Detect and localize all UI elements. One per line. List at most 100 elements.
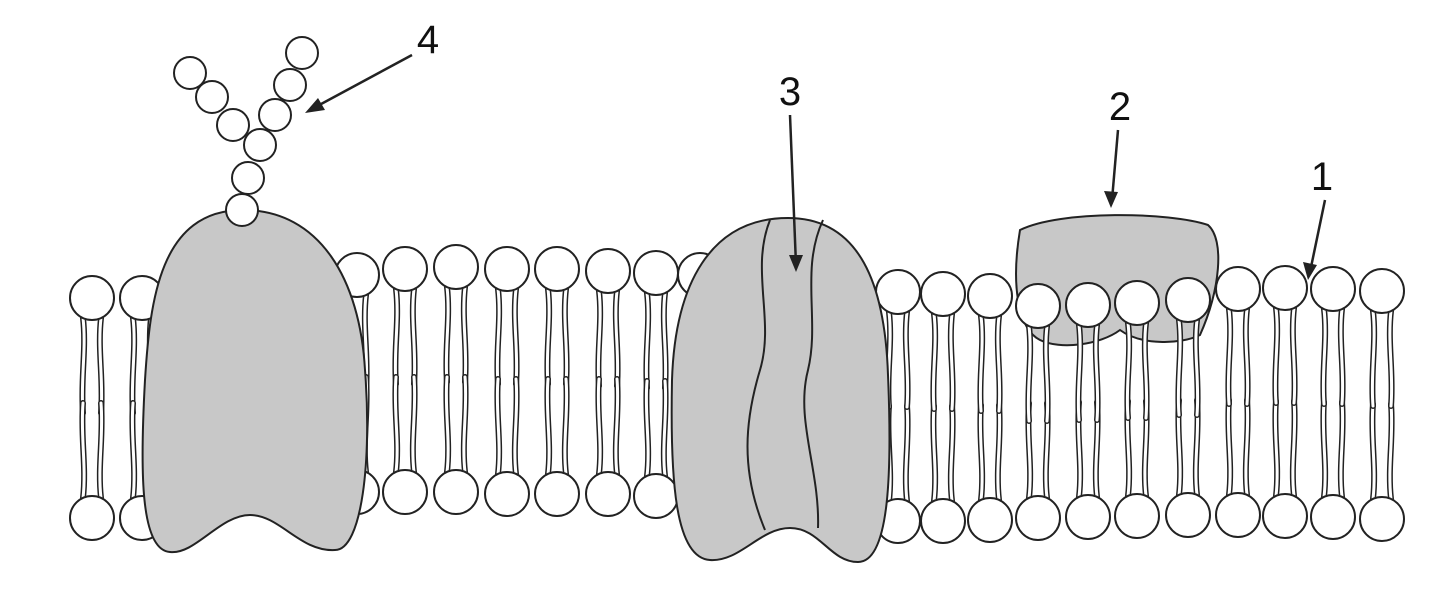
sugar-bead (258, 98, 292, 132)
lipid-tail-core (1388, 309, 1394, 408)
lipid-tail-core (1143, 321, 1149, 420)
phospholipid (69, 275, 115, 416)
label-4: 4 (417, 18, 439, 62)
lipid-tail-core (614, 377, 620, 476)
phospholipid (1310, 399, 1356, 540)
lipid-tail-core (462, 375, 468, 474)
lipid-tail-core (1226, 307, 1232, 406)
lipid-tail-core (1176, 318, 1182, 417)
lipid-tail-core (444, 375, 450, 474)
phosphate-head (484, 246, 530, 292)
lipid-tail-core (996, 314, 1002, 413)
lipid-tail-core (1321, 400, 1327, 499)
phosphate-head (69, 495, 115, 541)
phosphate-head (433, 244, 479, 290)
phospholipid (534, 376, 580, 517)
lipid-tail-core (978, 403, 984, 502)
phospholipid (382, 246, 428, 387)
phospholipid (967, 273, 1013, 414)
sugar-bead (285, 36, 319, 70)
phospholipid (967, 402, 1013, 543)
lipid-tail-core (978, 314, 984, 413)
lipid-tail-core (495, 377, 501, 476)
lipid-tail-core (996, 403, 1002, 502)
phospholipid (1165, 277, 1211, 418)
lipid-tail-core (1370, 402, 1376, 501)
lipid-tail-core (1291, 399, 1297, 498)
lipid-tail-core (495, 287, 501, 386)
phospholipid (1065, 282, 1111, 423)
phospholipid (69, 400, 115, 541)
lipid-tail-core (1339, 307, 1345, 406)
lipid-tail-core (1273, 399, 1279, 498)
lipid-tail-core (662, 379, 668, 478)
phospholipid (1215, 397, 1261, 538)
lipid-tail-core (1125, 321, 1131, 420)
lipid-tail-core (563, 287, 569, 386)
phosphate-head (1262, 493, 1308, 539)
phosphate-head (1015, 495, 1061, 541)
lipid-tail-core (1194, 318, 1200, 417)
phospholipid (585, 248, 631, 389)
phosphate-head (1215, 492, 1261, 538)
lipid-tail-core (1370, 309, 1376, 408)
glycoprotein (141, 208, 369, 554)
arrowhead-2 (1104, 191, 1118, 208)
phosphate-head (1065, 282, 1111, 328)
phospholipid (1015, 283, 1061, 424)
phospholipid (1114, 398, 1160, 539)
lipid-tail-core (98, 316, 104, 415)
phospholipid (1215, 266, 1261, 407)
lipid-tail-core (80, 316, 86, 415)
arrow-2 (1110, 129, 1120, 201)
lipid-tail-core (644, 379, 650, 478)
phosphate-head (585, 471, 631, 517)
phospholipid (382, 374, 428, 515)
lipid-tail-core (393, 375, 399, 474)
lipid-tail-core (1339, 400, 1345, 499)
phospholipid (633, 378, 679, 519)
lipid-tail-core (411, 287, 417, 386)
phosphate-head (1215, 266, 1261, 312)
annotation-arrows (305, 53, 1327, 280)
lipid-tail-core (393, 287, 399, 386)
phospholipid (433, 374, 479, 515)
lipid-tail-core (1291, 306, 1297, 405)
lipid-tail-core (462, 285, 468, 384)
lipid-tail-core (931, 404, 937, 503)
phosphate-head (1165, 277, 1211, 323)
arrow-3 (788, 114, 798, 266)
phosphate-head (585, 248, 631, 294)
phosphate-head (633, 473, 679, 519)
lipid-tail-core (411, 375, 417, 474)
phosphate-head (967, 273, 1013, 319)
sugar-bead (195, 80, 229, 114)
phosphate-head (1114, 493, 1160, 539)
label-1: 1 (1311, 155, 1333, 199)
label-2: 2 (1109, 85, 1131, 129)
lipid-tail-core (1044, 324, 1050, 423)
lipid-tail-core (1026, 324, 1032, 423)
lipid-tail-core (545, 377, 551, 476)
lipid-tail-core (1244, 307, 1250, 406)
lipid-tail-core (545, 287, 551, 386)
phosphate-head (1262, 265, 1308, 311)
arrow-4 (309, 53, 413, 112)
lipid-tail-core (1388, 402, 1394, 501)
phosphate-head (1165, 492, 1211, 538)
phospholipid-front-row (1015, 277, 1211, 424)
sugar-bead (225, 193, 259, 227)
phosphate-head (1310, 494, 1356, 540)
arrowhead-1 (1303, 262, 1317, 280)
phospholipid (920, 403, 966, 544)
phosphate-head (534, 246, 580, 292)
phospholipid (534, 246, 580, 387)
phospholipid (585, 376, 631, 517)
carbohydrate-chain (173, 36, 319, 227)
phosphate-head (920, 498, 966, 544)
label-3: 3 (779, 70, 801, 114)
phosphate-head (382, 246, 428, 292)
lipid-tail-core (662, 291, 668, 390)
phospholipid (1262, 265, 1308, 406)
phosphate-head (534, 471, 580, 517)
